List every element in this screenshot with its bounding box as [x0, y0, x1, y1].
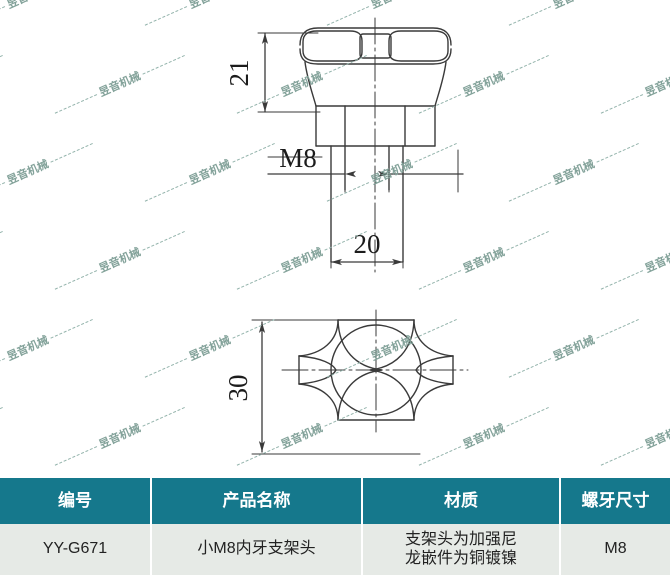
spec-cell-thread-size: M8: [604, 540, 627, 558]
dim-label-m8: M8: [279, 143, 317, 173]
spec-header-thread-size: 螺牙尺寸: [581, 490, 650, 510]
dim-label-30: 30: [223, 375, 253, 402]
dim-30: [251, 319, 421, 455]
spec-table-header-row: 编号 产品名称 材质 螺牙尺寸: [0, 478, 670, 524]
spec-header-product-name: 产品名称: [152, 478, 363, 524]
spec-cell-code: YY-G671: [0, 524, 152, 575]
spec-cell-product-name: 小M8内牙支架头: [152, 524, 363, 575]
dim-21: [257, 32, 321, 113]
drawing-svg: 21 M8 20 30: [223, 17, 469, 455]
spec-table: 编号 产品名称 材质 螺牙尺寸 YY-G671 小M8内牙支架头 支架头为加强尼…: [0, 478, 670, 575]
dim-label-20: 20: [354, 229, 381, 259]
spec-header-code: 编号: [0, 478, 152, 524]
spec-cell-material: 支架头为加强尼 龙嵌件为铜镀镍: [363, 524, 561, 575]
dim-20: [330, 195, 404, 269]
spec-table-row: YY-G671 小M8内牙支架头 支架头为加强尼 龙嵌件为铜镀镍 M8: [0, 524, 670, 575]
dim-label-21: 21: [224, 60, 254, 87]
dim-m8: [267, 149, 464, 193]
plan-view-centerlines: [281, 309, 469, 433]
spec-header-material: 材质: [363, 478, 561, 524]
spec-cell-material-text: 支架头为加强尼 龙嵌件为铜镀镍: [404, 530, 517, 567]
technical-drawing: 21 M8 20 30: [223, 17, 469, 455]
